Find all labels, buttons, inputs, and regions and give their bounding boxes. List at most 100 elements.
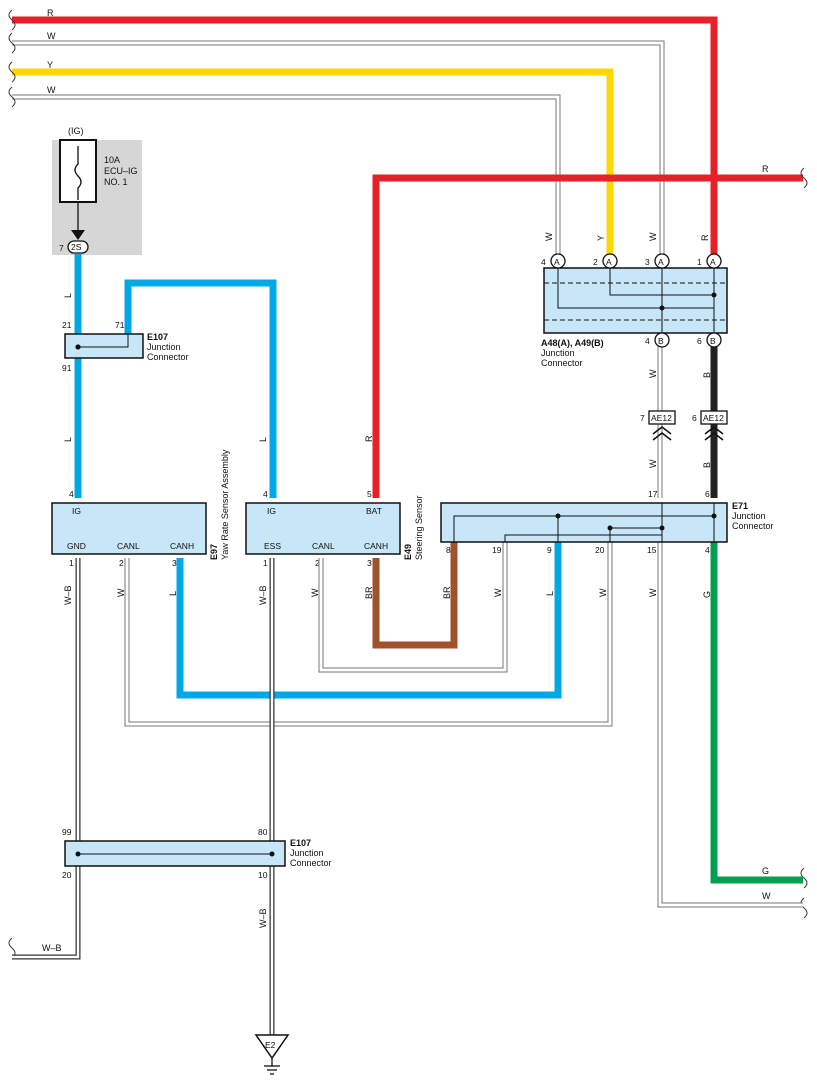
code-a48-r: R — [700, 234, 710, 241]
e97-pin-3: 3 — [172, 558, 177, 568]
e97-pin-4: 4 — [69, 489, 74, 499]
e97-canh: CANH — [170, 541, 194, 551]
wire-y — [12, 68, 614, 256]
code-l-5: L — [545, 591, 555, 596]
a48-pin-2: 2 — [593, 257, 598, 267]
e107-top-pin-21: 21 — [62, 320, 72, 330]
e97-id: E97 — [209, 544, 219, 560]
e49-box — [245, 502, 401, 555]
code-wb-1: W–B — [63, 585, 73, 605]
wire-label-r-right: R — [762, 164, 769, 174]
right-break-marks — [800, 167, 808, 919]
code-l-1: L — [63, 293, 73, 298]
code-l-3: L — [258, 437, 268, 442]
a48-sub1: Junction — [541, 348, 575, 358]
a48-title: A48(A), A49(B) — [541, 338, 604, 348]
e107-top-pin-91: 91 — [62, 363, 72, 373]
e49-id: E49 — [403, 544, 413, 560]
e71-pin-17: 17 — [648, 489, 658, 499]
code-w-4: W — [598, 588, 608, 597]
wire-label-y3: Y — [47, 60, 53, 70]
e71-pin-19: 19 — [492, 545, 502, 555]
code-w-right: W — [762, 891, 771, 901]
fuse-pin: 7 — [59, 243, 64, 253]
a48-top-pins — [550, 253, 722, 269]
a48-pin-4: 4 — [541, 257, 546, 267]
code-a48-w1: W — [544, 232, 554, 241]
code-w-1: W — [116, 588, 126, 597]
fuse-icon — [74, 146, 82, 200]
e107-top-sub2: Connector — [147, 352, 189, 362]
e107-bottom-sub2: Connector — [290, 858, 332, 868]
e107-bottom-id: E107 — [290, 838, 311, 848]
code-wb-3: W–B — [258, 908, 268, 928]
e97-canl: CANL — [117, 541, 140, 551]
a48-b-letter-2: B — [710, 336, 716, 346]
a48-bottom-pins — [654, 332, 722, 348]
code-l-2: L — [63, 437, 73, 442]
e49-pin-2: 2 — [315, 558, 320, 568]
e71-pin-9: 9 — [547, 545, 552, 555]
e107-bot-pin-99: 99 — [62, 827, 72, 837]
code-a48-w2: W — [648, 232, 658, 241]
a48-letter-2: A — [606, 257, 612, 267]
e71-box — [440, 502, 728, 543]
code-b-1: B — [702, 372, 712, 378]
e49-canl: CANL — [312, 541, 335, 551]
wire-w-canl-steer — [318, 542, 508, 673]
fuse-connector-label: 2S — [71, 242, 82, 252]
ae12-pin-7: 7 — [640, 413, 645, 423]
wire-w-fourth — [12, 94, 561, 256]
code-br-2: BR — [442, 586, 452, 599]
a48-sub2: Connector — [541, 358, 583, 368]
code-g-right: G — [762, 866, 769, 876]
code-wb-4: W–B — [42, 943, 62, 953]
code-w-ae: W — [648, 459, 658, 468]
ground-triangle-icon — [254, 1034, 290, 1060]
e97-box — [51, 502, 207, 555]
code-wb-2: W–B — [258, 585, 268, 605]
wire-label-r1: R — [47, 8, 54, 18]
e97-name: Yaw Rate Sensor Assembly — [220, 449, 230, 560]
e107-top-id: E107 — [147, 332, 168, 342]
e107-bot-pin-20: 20 — [62, 870, 72, 880]
ae12-left-label: AE12 — [651, 413, 672, 423]
a48-bpin-6: 6 — [697, 336, 702, 346]
e97-ig: IG — [72, 506, 81, 516]
fuse-name-2: NO. 1 — [104, 177, 128, 187]
e97-pin-1: 1 — [69, 558, 74, 568]
wire-wb-yaw-gnd — [12, 558, 81, 960]
code-b-2: B — [702, 462, 712, 468]
fuse-arrow-icon — [71, 230, 85, 240]
e71-pin-4: 4 — [705, 545, 710, 555]
a48-letter-1: A — [554, 257, 560, 267]
ae12-pin-6: 6 — [692, 413, 697, 423]
wire-label-w2: W — [47, 31, 56, 41]
code-a48-y: Y — [596, 235, 606, 241]
fuse-rating: 10A — [104, 155, 120, 165]
a48-box — [543, 267, 728, 334]
code-r-bat: R — [364, 435, 374, 442]
wire-r-bat — [372, 174, 803, 498]
a48-letter-4: A — [710, 257, 716, 267]
e71-sub2: Connector — [732, 521, 774, 531]
code-g-1: G — [702, 591, 712, 598]
e107-top-sub1: Junction — [147, 342, 181, 352]
code-w-3: W — [493, 588, 503, 597]
e107-bottom-sub1: Junction — [290, 848, 324, 858]
left-break-marks — [8, 9, 16, 959]
wire-w-15-right — [657, 542, 803, 908]
e107-top-pin-71: 71 — [115, 320, 125, 330]
fuse-name-1: ECU–IG — [104, 166, 138, 176]
a48-letter-3: A — [658, 257, 664, 267]
e49-canh: CANH — [364, 541, 388, 551]
e71-pin-8: 8 — [446, 545, 451, 555]
a48-bpin-4: 4 — [645, 336, 650, 346]
wire-br — [372, 542, 458, 649]
ae12-right-box — [700, 410, 728, 425]
ae12-chevron-icons — [652, 426, 724, 441]
e49-pin-3: 3 — [367, 558, 372, 568]
e71-id: E71 — [732, 501, 748, 511]
e49-pin-5: 5 — [367, 489, 372, 499]
